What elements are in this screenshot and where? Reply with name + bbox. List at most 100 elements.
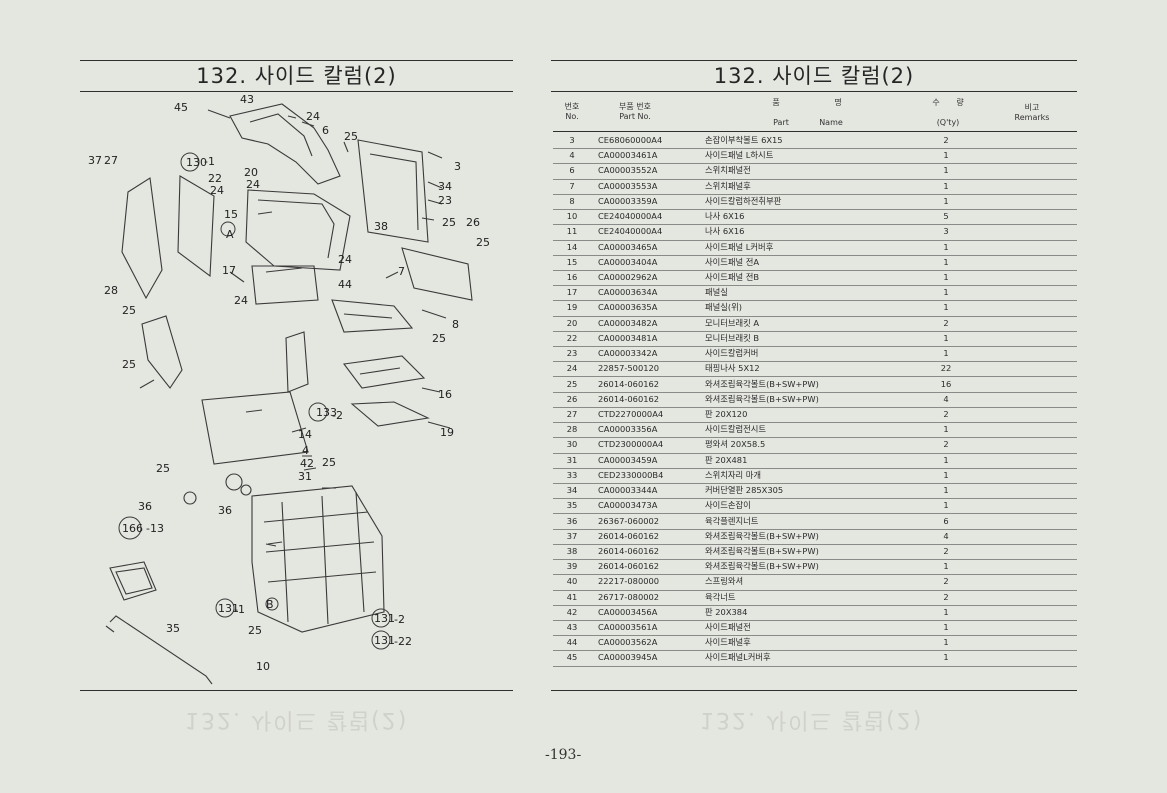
callout-label: 22	[208, 172, 222, 185]
row-quantity: 1	[943, 652, 949, 663]
row-part-number: CTD2300000A4	[598, 439, 664, 450]
right-title-bottom-rule	[551, 91, 1077, 92]
row-quantity: 1	[943, 256, 949, 267]
bleed-through-text-right: 132. 사이드 칼럼(2)	[700, 707, 924, 732]
row-quantity: 1	[943, 271, 949, 282]
row-number: 43	[566, 622, 578, 633]
row-part-number: 26014-060162	[598, 561, 660, 572]
row-quantity: 1	[943, 302, 949, 313]
callout-label: -2	[332, 409, 343, 422]
upper-frame-shape	[245, 189, 351, 271]
row-number: 14	[566, 241, 578, 252]
callout-label: 25	[442, 216, 456, 229]
row-quantity: 1	[943, 424, 949, 435]
row-part-name: 사이드칼럼커버	[705, 348, 759, 359]
row-part-name: 판 20X481	[705, 454, 748, 465]
callout-label: 25	[122, 304, 136, 317]
row-part-number: CA00003344A	[598, 485, 658, 496]
header-qty-ko-2: 량	[956, 98, 964, 107]
row-part-name: 사이드손잡이	[705, 500, 751, 511]
callout-label: 42	[300, 457, 314, 470]
row-quantity: 1	[943, 454, 949, 465]
row-quantity: 1	[943, 637, 949, 648]
callout-label: -1	[234, 603, 245, 616]
row-number: 35	[566, 500, 578, 511]
row-number: 22	[566, 332, 578, 343]
callout-label: 43	[240, 93, 254, 106]
row-quantity: 2	[943, 591, 949, 602]
top-bracket-shape	[229, 103, 341, 185]
row-number: 25	[566, 378, 578, 389]
row-part-name: 와셔조립육각볼트(B+SW+PW)	[705, 393, 819, 404]
row-part-name: 나사 6X16	[705, 226, 745, 237]
row-part-name: 사이드패널 L하시트	[705, 150, 774, 161]
callout-label: 25	[122, 358, 136, 371]
row-quantity: 4	[943, 393, 949, 404]
row-quantity: 2	[943, 317, 949, 328]
row-part-number: CA00003359A	[598, 195, 658, 206]
row-part-number: CA00003562A	[598, 637, 658, 648]
header-qty-en: (Q'ty)	[936, 118, 960, 127]
callout-label: 3	[454, 160, 461, 173]
row-part-name: 사이드칼럼전시트	[705, 424, 767, 435]
row-number: 45	[566, 652, 578, 663]
header-name-en-2: Name	[819, 118, 843, 127]
header-name-ko-2: 명	[834, 98, 842, 107]
row-number: 6	[569, 165, 575, 176]
callout-label: -22	[394, 635, 412, 648]
row-quantity: 1	[943, 606, 949, 617]
row-quantity: 1	[943, 150, 949, 161]
row-part-number: CA00003404A	[598, 256, 658, 267]
callout-label: 25	[322, 456, 336, 469]
row-part-number: CE68060000A4	[598, 135, 663, 145]
row-quantity: 6	[943, 515, 949, 526]
callout-label: 38	[374, 220, 388, 233]
callout-label: 131	[374, 634, 395, 647]
row-number: 42	[566, 606, 578, 617]
left-title-top-rule	[80, 60, 513, 61]
row-part-number: 22217-080000	[598, 576, 660, 587]
row-quantity: 5	[943, 211, 949, 222]
row-part-name: 스프링와셔	[705, 576, 744, 587]
row-part-name: 나사 6X16	[705, 211, 745, 222]
row-part-number: CA00003473A	[598, 500, 658, 511]
callout-label: 4	[302, 444, 309, 457]
row-quantity: 1	[943, 195, 949, 206]
callout-label: 24	[246, 178, 260, 191]
callout-label: 25	[432, 332, 446, 345]
page-number: -193-	[545, 747, 582, 763]
row-part-name: 와셔조립육각볼트(B+SW+PW)	[705, 530, 819, 541]
callout-label: 31	[298, 470, 312, 483]
callout-label: 27	[104, 154, 118, 167]
row-part-number: CED2330000B4	[598, 469, 664, 480]
row-part-name: 패널실(위)	[705, 302, 743, 313]
callout-label: 25	[344, 130, 358, 143]
row-quantity: 1	[943, 180, 949, 191]
row-number: 19	[566, 302, 578, 313]
right-cover-shape	[357, 139, 429, 243]
row-quantity: 1	[943, 500, 949, 511]
row-part-number: CA00003552A	[598, 165, 658, 176]
row-number: 11	[566, 226, 578, 237]
row-number: 31	[566, 454, 578, 465]
row-part-name: 사이드칼럼하전취부판	[705, 195, 782, 206]
row-part-number: 26014-060162	[598, 378, 660, 389]
row-quantity: 1	[943, 348, 949, 359]
row-part-name: 모니터브래킷 B	[705, 332, 760, 343]
row-part-number: 26014-060162	[598, 530, 660, 541]
callout-label: B	[266, 598, 274, 611]
row-number: 3	[569, 135, 575, 145]
